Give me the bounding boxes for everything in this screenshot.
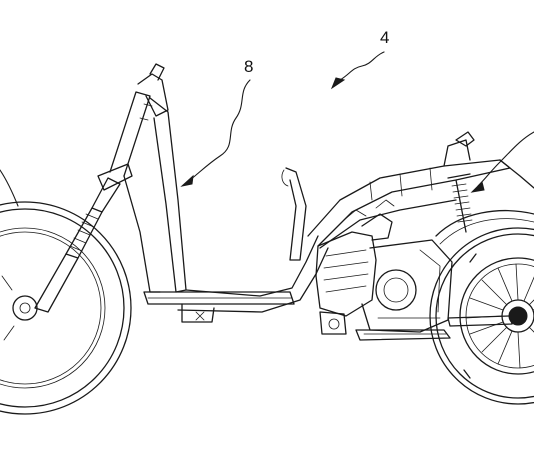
handlebar-mount [137, 73, 169, 117]
rear-wheel-spokes [465, 263, 534, 369]
steering-clamp [97, 163, 133, 191]
seat-post-top [281, 169, 289, 187]
rear-fender [435, 210, 534, 237]
shock-body [455, 179, 467, 233]
rear-bracket-top [455, 131, 475, 147]
leader-line-4 [339, 51, 385, 81]
front-axle [19, 302, 31, 314]
rear-frame-ribs [369, 167, 433, 201]
lower-frame-rail [185, 235, 319, 297]
leader-line-8 [189, 79, 251, 181]
rear-rim-outer [459, 257, 534, 375]
rear-shock-absorber [447, 173, 473, 233]
clutch-cover [375, 269, 417, 311]
steering-column [109, 91, 151, 177]
seat-support-loop [281, 167, 307, 261]
rear-fender-inner [439, 218, 534, 245]
fork-lower-slider [34, 253, 79, 313]
engine-fins [323, 249, 369, 293]
reference-numeral-8-group: 8 [180, 57, 253, 187]
frame-bolt [195, 311, 205, 321]
fork-gaiter [69, 213, 99, 252]
seat-post-loop [285, 167, 307, 261]
rear-frame [307, 131, 534, 249]
engine-head [361, 213, 393, 241]
frame-bracket [181, 303, 215, 323]
leader-arrow-4 [330, 77, 346, 90]
engine-mount-bolt [328, 318, 340, 330]
steering-detail [139, 103, 153, 121]
rear-axle-link [447, 315, 513, 327]
rear-rim-inner [465, 263, 534, 369]
front-rim-outer [0, 227, 106, 389]
reference-numeral-8: 8 [244, 57, 253, 76]
fork-tube [65, 207, 103, 259]
rear-shock-mount-top [443, 139, 471, 167]
mid-rear-rail [319, 199, 457, 249]
front-wheel [0, 201, 132, 415]
front-tire-inner [0, 208, 125, 408]
clutch-cover-inner [383, 277, 409, 303]
swingarm-lower [355, 329, 451, 341]
rear-tire-inner [435, 233, 534, 399]
lower-frame-rail-2 [177, 247, 329, 313]
engine-mount-block [319, 311, 347, 335]
reference-numeral-4-group: 4 [330, 28, 389, 90]
front-frame [123, 97, 329, 323]
down-tube-inner [123, 175, 161, 293]
engine-block [315, 231, 377, 317]
shock-top-cap [447, 173, 471, 179]
upper-rear-rail [307, 159, 511, 247]
reference-numeral-4: 4 [380, 28, 389, 47]
front-brake-detail [1, 275, 15, 341]
leader-arrow-right [470, 181, 485, 193]
shock-spring [451, 183, 473, 223]
rear-rail-extension [499, 159, 534, 189]
rear-tire-outer [429, 227, 534, 405]
leader-line-right [477, 131, 534, 187]
leader-arrow-8 [180, 174, 194, 187]
front-rim-inner [0, 231, 102, 385]
handlebar-stem-top [149, 63, 165, 81]
rear-fender-edge [463, 253, 477, 379]
fork-upper-tube [91, 177, 121, 213]
rear-wheel [429, 227, 534, 405]
front-fork-assembly [34, 63, 169, 313]
front-hub [12, 295, 38, 321]
front-tire-outer [0, 201, 132, 415]
engine-unit [315, 199, 453, 341]
footboard [143, 291, 295, 305]
engine-piping [343, 199, 395, 221]
leader-line-left [0, 169, 19, 207]
down-tube [149, 97, 187, 293]
